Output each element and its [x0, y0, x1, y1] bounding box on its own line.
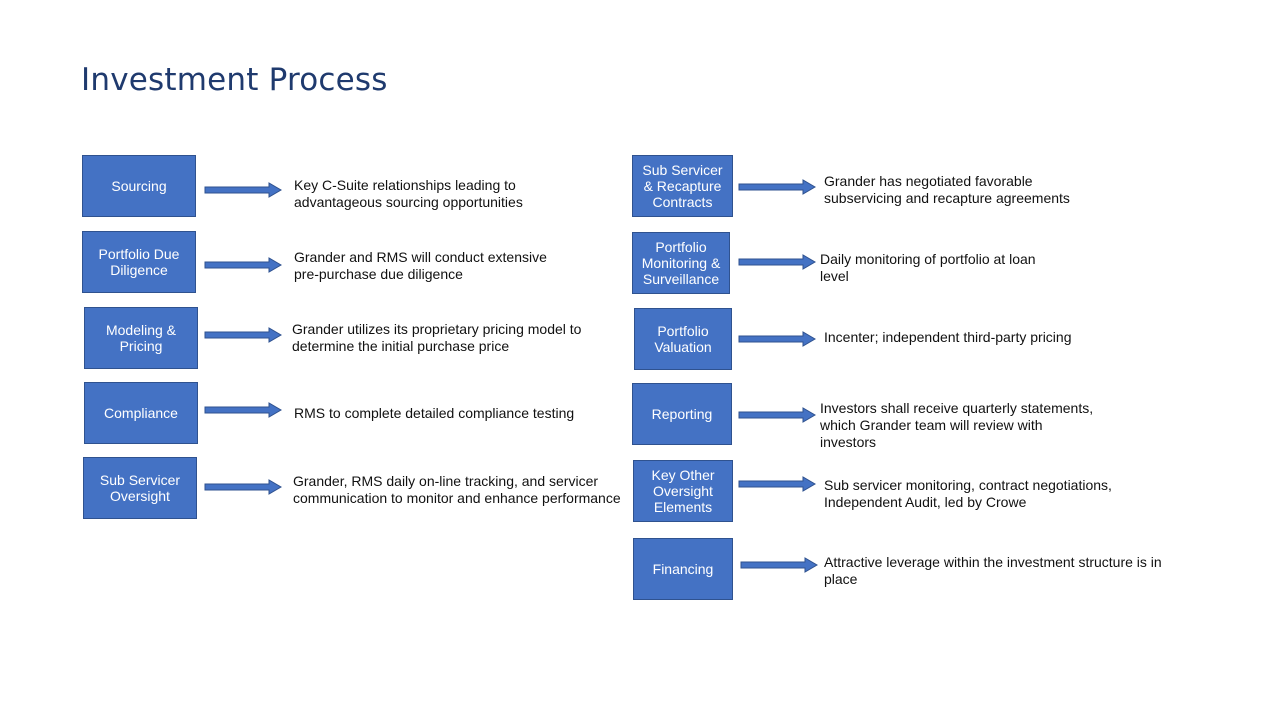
description-financing: Attractive leverage within the investmen… [824, 554, 1162, 587]
description-portfolio-due-diligence: Grander and RMS will conduct extensive p… [294, 249, 547, 282]
description-sub-servicer-recapture-contracts: Grander has negotiated favorable subserv… [824, 173, 1070, 206]
arrow-icon [738, 476, 816, 492]
description-compliance: RMS to complete detailed compliance test… [294, 405, 575, 421]
arrow-icon [204, 182, 282, 198]
description-sourcing: Key C-Suite relationships leading to adv… [294, 177, 523, 210]
arrow-icon [738, 331, 816, 347]
description-key-other-oversight-elements: Sub servicer monitoring, contract negoti… [824, 477, 1112, 510]
process-box-sourcing: Sourcing [82, 155, 196, 217]
process-box-modeling-pricing: Modeling & Pricing [84, 307, 198, 369]
process-box-compliance: Compliance [84, 382, 198, 444]
slide-title: Investment Process [81, 62, 388, 98]
description-portfolio-valuation: Incenter; independent third-party pricin… [824, 329, 1072, 345]
process-box-sub-servicer-oversight: Sub Servicer Oversight [83, 457, 197, 519]
description-portfolio-monitoring-surveillance: Daily monitoring of portfolio at loan le… [820, 251, 1036, 284]
arrow-icon [738, 407, 816, 423]
arrow-icon [204, 257, 282, 273]
arrow-icon [204, 479, 282, 495]
process-box-portfolio-valuation: Portfolio Valuation [634, 308, 732, 370]
arrow-icon [738, 254, 816, 270]
arrow-icon [738, 179, 816, 195]
process-box-reporting: Reporting [632, 383, 732, 445]
process-box-sub-servicer-recapture-contracts: Sub Servicer & Recapture Contracts [632, 155, 733, 217]
description-reporting: Investors shall receive quarterly statem… [820, 400, 1094, 450]
process-box-portfolio-due-diligence: Portfolio Due Diligence [82, 231, 196, 293]
process-box-financing: Financing [633, 538, 733, 600]
arrow-icon [204, 327, 282, 343]
description-modeling-pricing: Grander utilizes its proprietary pricing… [292, 321, 582, 354]
arrow-icon [204, 402, 282, 418]
arrow-icon [740, 557, 818, 573]
process-box-key-other-oversight-elements: Key Other Oversight Elements [633, 460, 733, 522]
process-box-portfolio-monitoring-surveillance: Portfolio Monitoring & Surveillance [632, 232, 730, 294]
description-sub-servicer-oversight: Grander, RMS daily on-line tracking, and… [293, 473, 621, 506]
